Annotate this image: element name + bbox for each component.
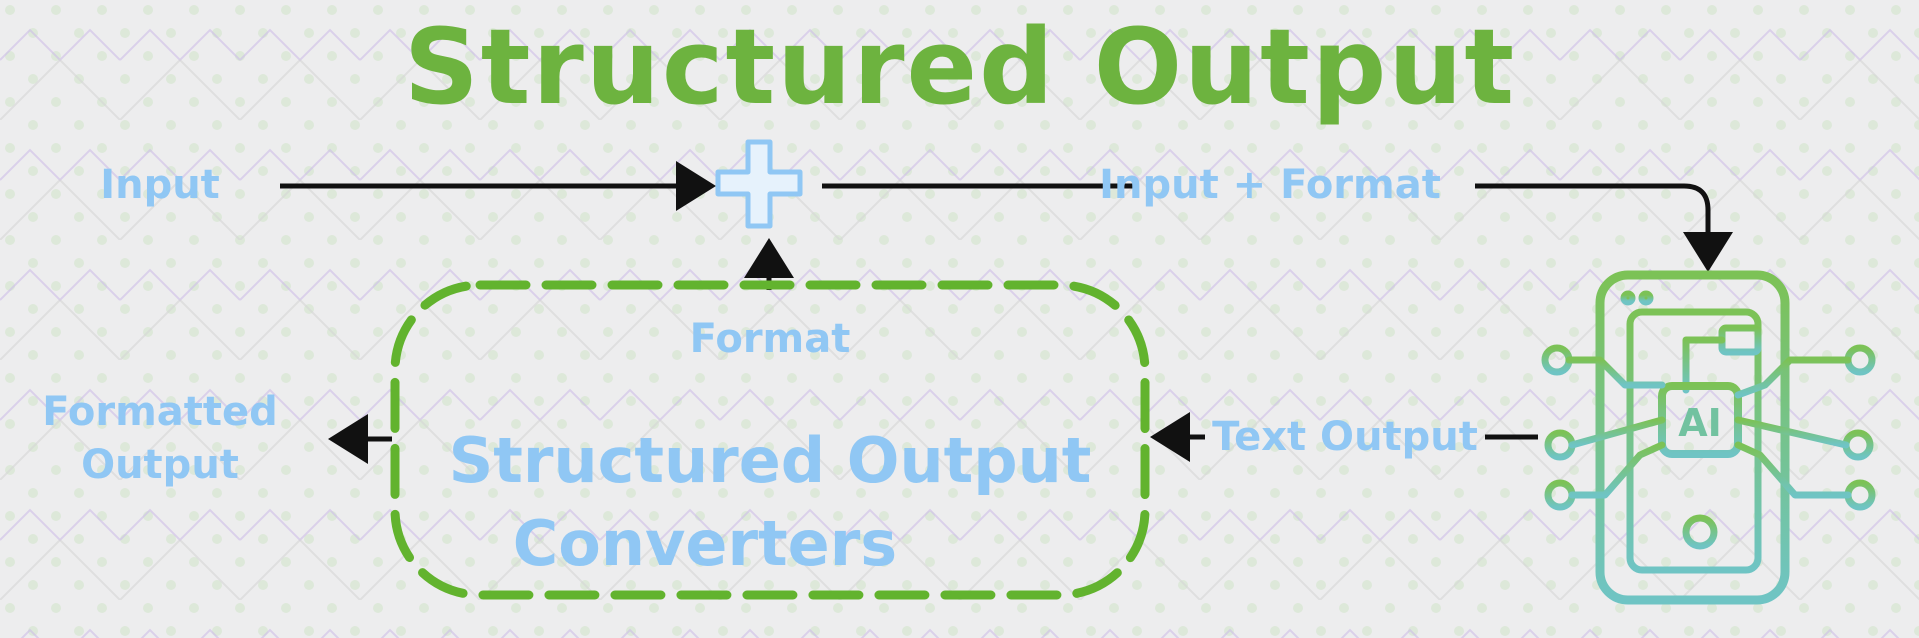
ai-circuit-device-icon xyxy=(1541,270,1876,605)
plus-icon xyxy=(715,139,803,229)
label-formatted-line1: Formatted xyxy=(42,389,278,435)
label-text-output: Text Output xyxy=(1212,414,1478,460)
label-input: Input xyxy=(100,162,220,208)
ai-chip-label: AI xyxy=(1678,401,1722,445)
arrow-format-to-ai xyxy=(1475,183,1733,272)
converters-box xyxy=(390,280,1150,600)
label-format: Format xyxy=(690,316,851,362)
page-title: Structured Output xyxy=(404,6,1516,128)
label-formatted-line2: Output xyxy=(81,442,239,488)
label-input-format: Input + Format xyxy=(1099,162,1441,208)
converters-title-line1: Structured Output xyxy=(449,424,1092,497)
converters-title-line2: Converters xyxy=(513,507,897,580)
